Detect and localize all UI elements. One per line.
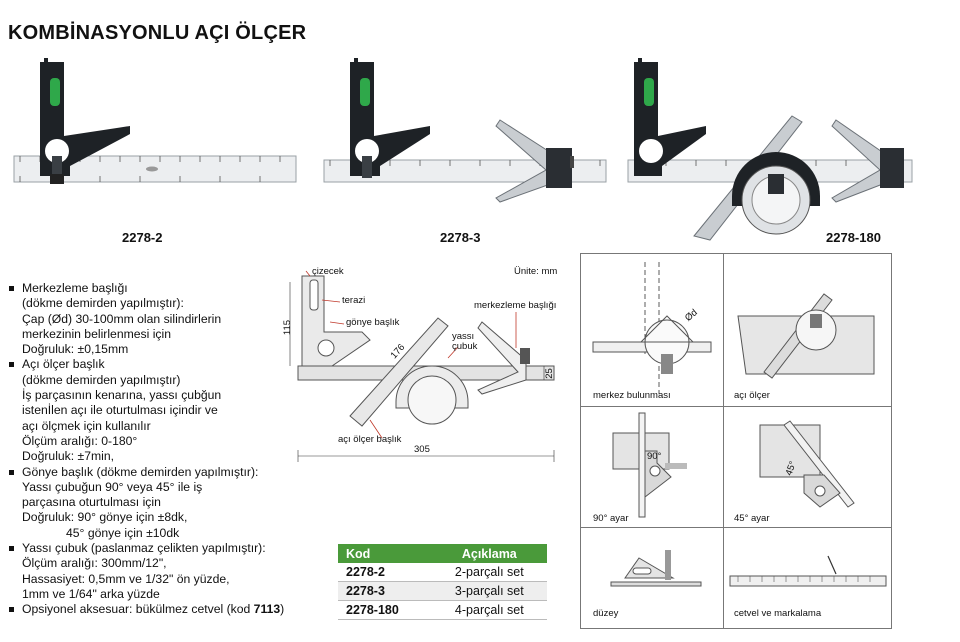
product-code-2278-3: 2278-3 xyxy=(440,230,481,245)
label-level: terazi xyxy=(342,295,366,306)
usage-cell-45-setting: 45° 45° ayar xyxy=(724,407,891,528)
usage-cell-90-setting: 90° 90° ayar xyxy=(581,407,724,528)
usage-cell-protractor: açı ölçer xyxy=(724,254,891,407)
usage-cell-ruler-marking: cetvel ve markalama xyxy=(724,528,891,628)
protractor-illustration xyxy=(737,293,875,379)
dim-length: 305 xyxy=(414,444,430,455)
usage-cell-center-finding: Ød merkez bulunması xyxy=(581,254,724,407)
usage-cell-level: düzey xyxy=(581,528,724,628)
feature-square-head: Gönye başlık (dökme demirden yapılmıştır… xyxy=(6,465,306,541)
usage-grid: Ød merkez bulunması açı ölçer 90° 90° ay… xyxy=(580,253,892,629)
usage-label-protractor: açı ölçer xyxy=(734,390,770,401)
dim-height: 115 xyxy=(282,319,294,336)
usage-label-90-setting: 90° ayar xyxy=(593,513,629,524)
center-finding-illustration xyxy=(592,262,712,394)
technical-diagram: Ünite: mm çizecek terazi gönye başlık ya… xyxy=(270,262,570,477)
usage-label-center-finding: merkez bulunması xyxy=(593,390,671,401)
table-row: 2278-180 4-parçalı set xyxy=(338,600,547,620)
label-center-head: merkezleme başlığı xyxy=(474,300,557,311)
diagram-unit: Ünite: mm xyxy=(514,266,558,277)
table-row: 2278-2 2-parçalı set xyxy=(338,563,547,582)
label-square-head: gönye başlık xyxy=(346,317,400,328)
usage-label-ruler-marking: cetvel ve markalama xyxy=(734,608,822,619)
label-protractor-head: açı ölçer başlık xyxy=(338,434,402,445)
spec-table: Kod Açıklama 2278-2 2-parçalı set 2278-3… xyxy=(338,544,547,620)
ruler-marking-illustration xyxy=(729,555,887,587)
dim-thickness: 25 xyxy=(543,368,555,379)
table-row: 2278-3 3-parçalı set xyxy=(338,581,547,601)
product-image-2278-3 xyxy=(323,58,607,203)
product-image-2278-2 xyxy=(13,58,297,184)
label-scriber: çizecek xyxy=(312,266,344,277)
feature-center-head: Merkezleme başlığı (dökme demirden yapıl… xyxy=(6,281,306,357)
feature-protractor-head: Açı ölçer başlık (dökme demirden yapılmı… xyxy=(6,357,306,464)
product-code-2278-2: 2278-2 xyxy=(122,230,163,245)
label-blade: yassı çubuk xyxy=(452,331,478,352)
ninety-mark: 90° xyxy=(647,451,662,462)
fortyfive-setting-illustration xyxy=(759,420,855,508)
accessory-code: 7113 xyxy=(253,602,281,617)
page-title: KOMBİNASYONLU AÇI ÖLÇER xyxy=(8,22,307,44)
product-code-2278-180: 2278-180 xyxy=(826,230,881,245)
table-header-code: Kod xyxy=(338,544,432,563)
feature-description: Merkezleme başlığı (dökme demirden yapıl… xyxy=(6,281,306,618)
usage-label-45-setting: 45° ayar xyxy=(734,513,770,524)
table-header-description: Açıklama xyxy=(431,544,547,563)
level-illustration xyxy=(610,550,702,587)
feature-optional-accessory: Opsiyonel aksesuar: bükülmez cetvel (kod… xyxy=(6,602,306,617)
usage-label-level: düzey xyxy=(593,608,619,619)
feature-blade: Yassı çubuk (paslanmaz çelikten yapılmış… xyxy=(6,541,306,602)
diagram-drawing xyxy=(289,270,555,462)
ninety-setting-illustration xyxy=(612,412,687,518)
product-image-2278-180 xyxy=(627,58,913,241)
table-header-row: Kod Açıklama xyxy=(338,544,547,563)
